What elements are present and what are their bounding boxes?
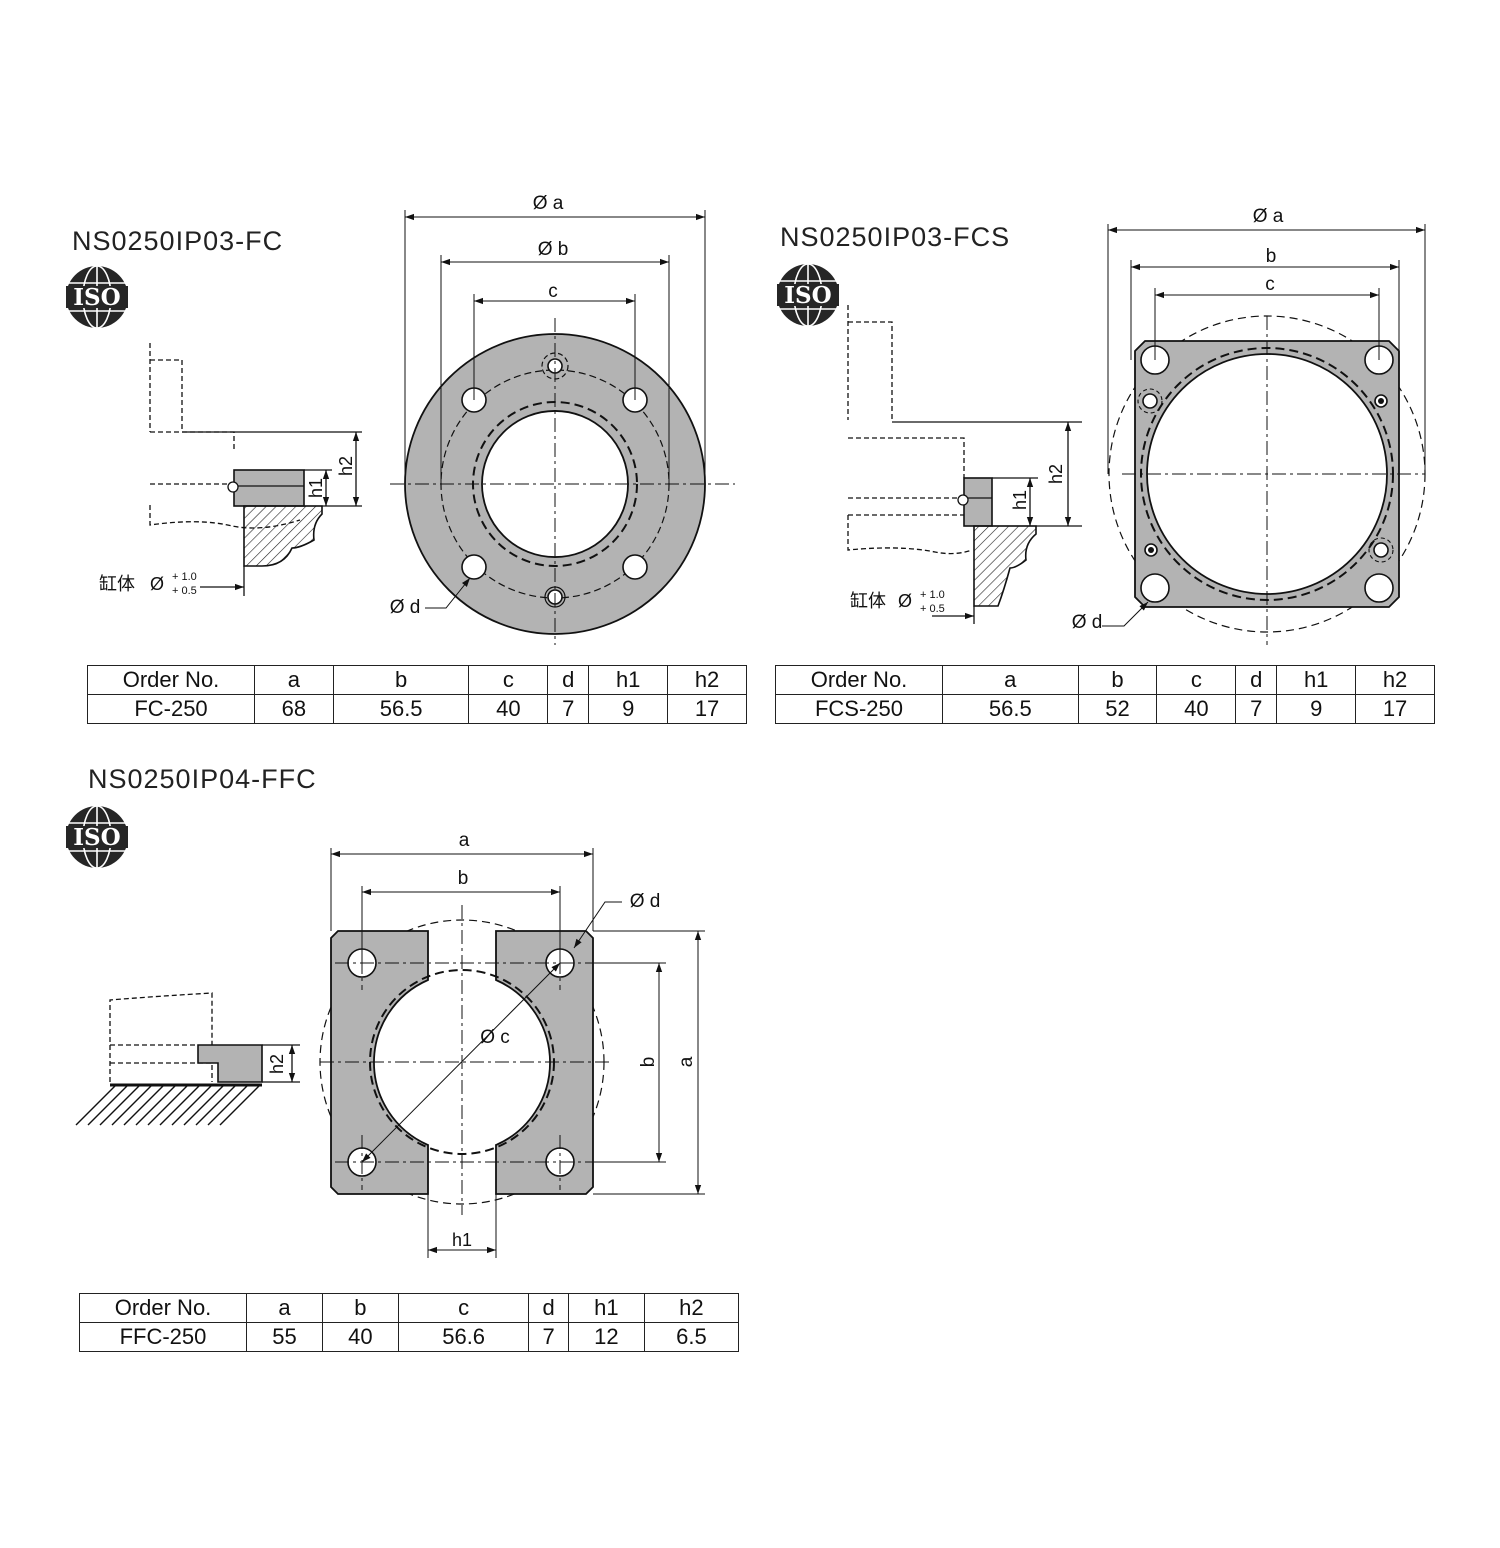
table-cell: 17 bbox=[667, 694, 747, 724]
table-cell: 56.5 bbox=[942, 694, 1079, 724]
fc-note-symbol: Ø bbox=[150, 574, 164, 594]
fcs-tol-plus: + 1.0 bbox=[920, 589, 945, 601]
ffc-dim-b-label: b bbox=[458, 868, 469, 889]
table-cell: 55 bbox=[246, 1322, 323, 1352]
table-cell: 12 bbox=[567, 1322, 645, 1352]
table-cell: 52 bbox=[1077, 694, 1158, 724]
ffc-title: NS0250IP04-FFC bbox=[88, 764, 317, 794]
table-header-cell: a bbox=[246, 1293, 323, 1323]
ffc-h2-side-label: h2 bbox=[267, 1054, 287, 1074]
iso-logo-icon: ISO bbox=[66, 805, 128, 869]
table-header-cell: h2 bbox=[643, 1293, 740, 1323]
table-cell: 7 bbox=[547, 694, 590, 724]
table-cell: 6.5 bbox=[643, 1322, 740, 1352]
table-row: FCS-250 56.5 52 40 7 9 17 bbox=[775, 694, 1435, 724]
table-cell: FFC-250 bbox=[79, 1322, 247, 1352]
table-cell: 68 bbox=[254, 694, 334, 724]
table-cell: 56.5 bbox=[332, 694, 470, 724]
fcs-front-view bbox=[1102, 224, 1426, 645]
fc-spec-table: Order No. a b c d h1 h2 FC-250 68 56.5 4… bbox=[87, 665, 747, 724]
ffc-dim-d-label: Ø d bbox=[630, 891, 661, 912]
fcs-side-view bbox=[847, 305, 1082, 624]
ffc-dim-a-label: a bbox=[459, 830, 470, 851]
table-cell: 56.6 bbox=[397, 1322, 530, 1352]
fc-front-view bbox=[390, 210, 735, 645]
fc-h2-label: h2 bbox=[336, 456, 356, 476]
table-header-cell: b bbox=[1077, 665, 1158, 695]
fc-dim-b-label: Ø b bbox=[538, 239, 569, 260]
fc-tol-plus: + 1.0 bbox=[172, 571, 197, 583]
table-header-cell: d bbox=[1235, 665, 1278, 695]
table-cell: 17 bbox=[1355, 694, 1435, 724]
iso-logo-text: ISO bbox=[73, 284, 120, 311]
table-header-cell: h2 bbox=[1355, 665, 1435, 695]
fcs-tol-minus: + 0.5 bbox=[920, 603, 945, 615]
table-header-cell: d bbox=[547, 665, 590, 695]
table-header-cell: b bbox=[332, 665, 470, 695]
fcs-spec-table: Order No. a b c d h1 h2 FCS-250 56.5 52 … bbox=[775, 665, 1435, 724]
table-header-row: Order No. a b c d h1 h2 bbox=[87, 665, 747, 695]
table-row: FFC-250 55 40 56.6 7 12 6.5 bbox=[79, 1322, 740, 1352]
fc-dim-d-label: Ø d bbox=[390, 597, 421, 618]
iso-logo-text: ISO bbox=[73, 824, 120, 851]
fcs-dim-b-label: b bbox=[1266, 246, 1277, 267]
fc-dim-c-label: c bbox=[548, 281, 558, 302]
table-header-row: Order No. a b c d h1 h2 bbox=[775, 665, 1435, 695]
table-header-cell: Order No. bbox=[87, 665, 255, 695]
table-cell: 40 bbox=[321, 1322, 399, 1352]
table-header-cell: h2 bbox=[667, 665, 747, 695]
table-header-cell: d bbox=[528, 1293, 569, 1323]
fcs-h1-label: h1 bbox=[1010, 490, 1030, 510]
fc-h1-label: h1 bbox=[306, 478, 326, 498]
table-row: FC-250 68 56.5 40 7 9 17 bbox=[87, 694, 747, 724]
ffc-side-view bbox=[75, 992, 300, 1126]
table-header-cell: b bbox=[321, 1293, 399, 1323]
iso-logo-icon: ISO bbox=[66, 265, 128, 329]
table-header-cell: c bbox=[1156, 665, 1237, 695]
table-header-cell: c bbox=[468, 665, 549, 695]
table-header-cell: h1 bbox=[1276, 665, 1357, 695]
ffc-dim-b-vertical-label: b bbox=[638, 1057, 659, 1068]
table-cell: 7 bbox=[528, 1322, 569, 1352]
ffc-spec-table: Order No. a b c d h1 h2 FFC-250 55 40 56… bbox=[79, 1293, 740, 1352]
ffc-front-view bbox=[319, 848, 705, 1258]
fcs-dim-c-label: c bbox=[1265, 274, 1275, 295]
fcs-dim-d-label: Ø d bbox=[1072, 612, 1103, 633]
table-header-row: Order No. a b c d h1 h2 bbox=[79, 1293, 740, 1323]
fc-dim-a-label: Ø a bbox=[533, 193, 564, 214]
ffc-dim-h1-label: h1 bbox=[452, 1230, 472, 1250]
ffc-dim-c-label: Ø c bbox=[480, 1027, 510, 1048]
fc-side-view bbox=[149, 343, 362, 596]
iso-logo-icon: ISO bbox=[777, 263, 839, 327]
fc-tol-minus: + 0.5 bbox=[172, 585, 197, 597]
table-cell: 9 bbox=[588, 694, 669, 724]
table-cell: 40 bbox=[1156, 694, 1237, 724]
fcs-note-symbol: Ø bbox=[898, 591, 912, 611]
fc-note-label: 缸体 bbox=[99, 573, 135, 595]
table-cell: 40 bbox=[468, 694, 549, 724]
table-header-cell: c bbox=[397, 1293, 530, 1323]
fcs-note-label: 缸体 bbox=[850, 590, 886, 612]
table-header-cell: Order No. bbox=[775, 665, 943, 695]
table-cell: FC-250 bbox=[87, 694, 255, 724]
table-header-cell: h1 bbox=[588, 665, 669, 695]
fc-title: NS0250IP03-FC bbox=[72, 226, 284, 256]
table-header-cell: h1 bbox=[567, 1293, 645, 1323]
table-cell: 7 bbox=[1235, 694, 1278, 724]
table-cell: FCS-250 bbox=[775, 694, 943, 724]
ffc-dim-a-vertical-label: a bbox=[676, 1056, 697, 1067]
table-header-cell: a bbox=[254, 665, 334, 695]
table-header-cell: a bbox=[942, 665, 1079, 695]
fcs-h2-label: h2 bbox=[1046, 464, 1066, 484]
table-header-cell: Order No. bbox=[79, 1293, 247, 1323]
fcs-dim-a-label: Ø a bbox=[1253, 206, 1284, 227]
iso-logo-text: ISO bbox=[784, 282, 831, 309]
fcs-title: NS0250IP03-FCS bbox=[780, 222, 1011, 252]
table-cell: 9 bbox=[1276, 694, 1357, 724]
